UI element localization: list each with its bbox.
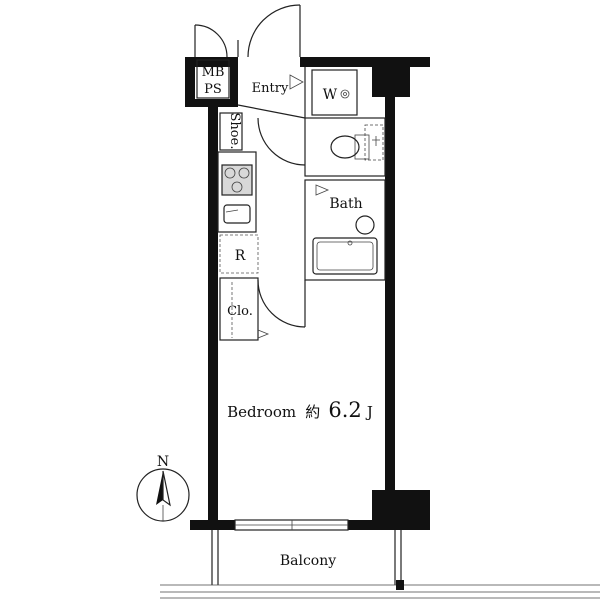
washer-label: W xyxy=(323,87,338,103)
toilet-door xyxy=(257,117,306,166)
bedroom-label-group: Bedroom 約 6.2 J xyxy=(227,398,373,422)
compass-north-label: N xyxy=(157,454,169,470)
balcony-label: Balcony xyxy=(280,553,336,569)
bedroom-size: 6.2 xyxy=(328,398,361,422)
bath-label: Bath xyxy=(329,196,362,212)
shoe-label: Shoe. xyxy=(227,113,242,150)
bath-door xyxy=(257,279,306,328)
bedroom-size-prefix: 約 xyxy=(305,403,320,421)
bedroom-unit: J xyxy=(365,403,373,421)
fridge-space: R xyxy=(219,234,259,274)
kitchen-counter xyxy=(217,151,257,233)
bedroom-label: Bedroom xyxy=(227,403,296,421)
closet: Clo. xyxy=(219,277,270,341)
washer: W xyxy=(311,69,358,116)
north-compass: N xyxy=(136,454,190,522)
mb-label: MB xyxy=(202,65,225,80)
north-arrow-icon xyxy=(156,471,163,505)
entry-door xyxy=(247,4,301,58)
closet-label: Clo. xyxy=(227,304,253,319)
entry-area: Entry xyxy=(237,67,306,119)
balcony-window xyxy=(234,519,349,531)
mb-ps-box: MB PS xyxy=(196,59,230,99)
fridge-label: R xyxy=(235,248,246,264)
bedroom: Bedroom 約 6.2 J xyxy=(227,398,373,422)
mbps-door xyxy=(194,24,239,58)
outer-walls xyxy=(185,57,430,530)
ps-label: PS xyxy=(204,82,222,97)
shoe-cabinet: Shoe. xyxy=(219,112,243,151)
bathroom: Bath xyxy=(304,179,386,281)
toilet-area xyxy=(304,117,386,177)
entry-label: Entry xyxy=(252,81,289,96)
balcony xyxy=(160,530,600,599)
